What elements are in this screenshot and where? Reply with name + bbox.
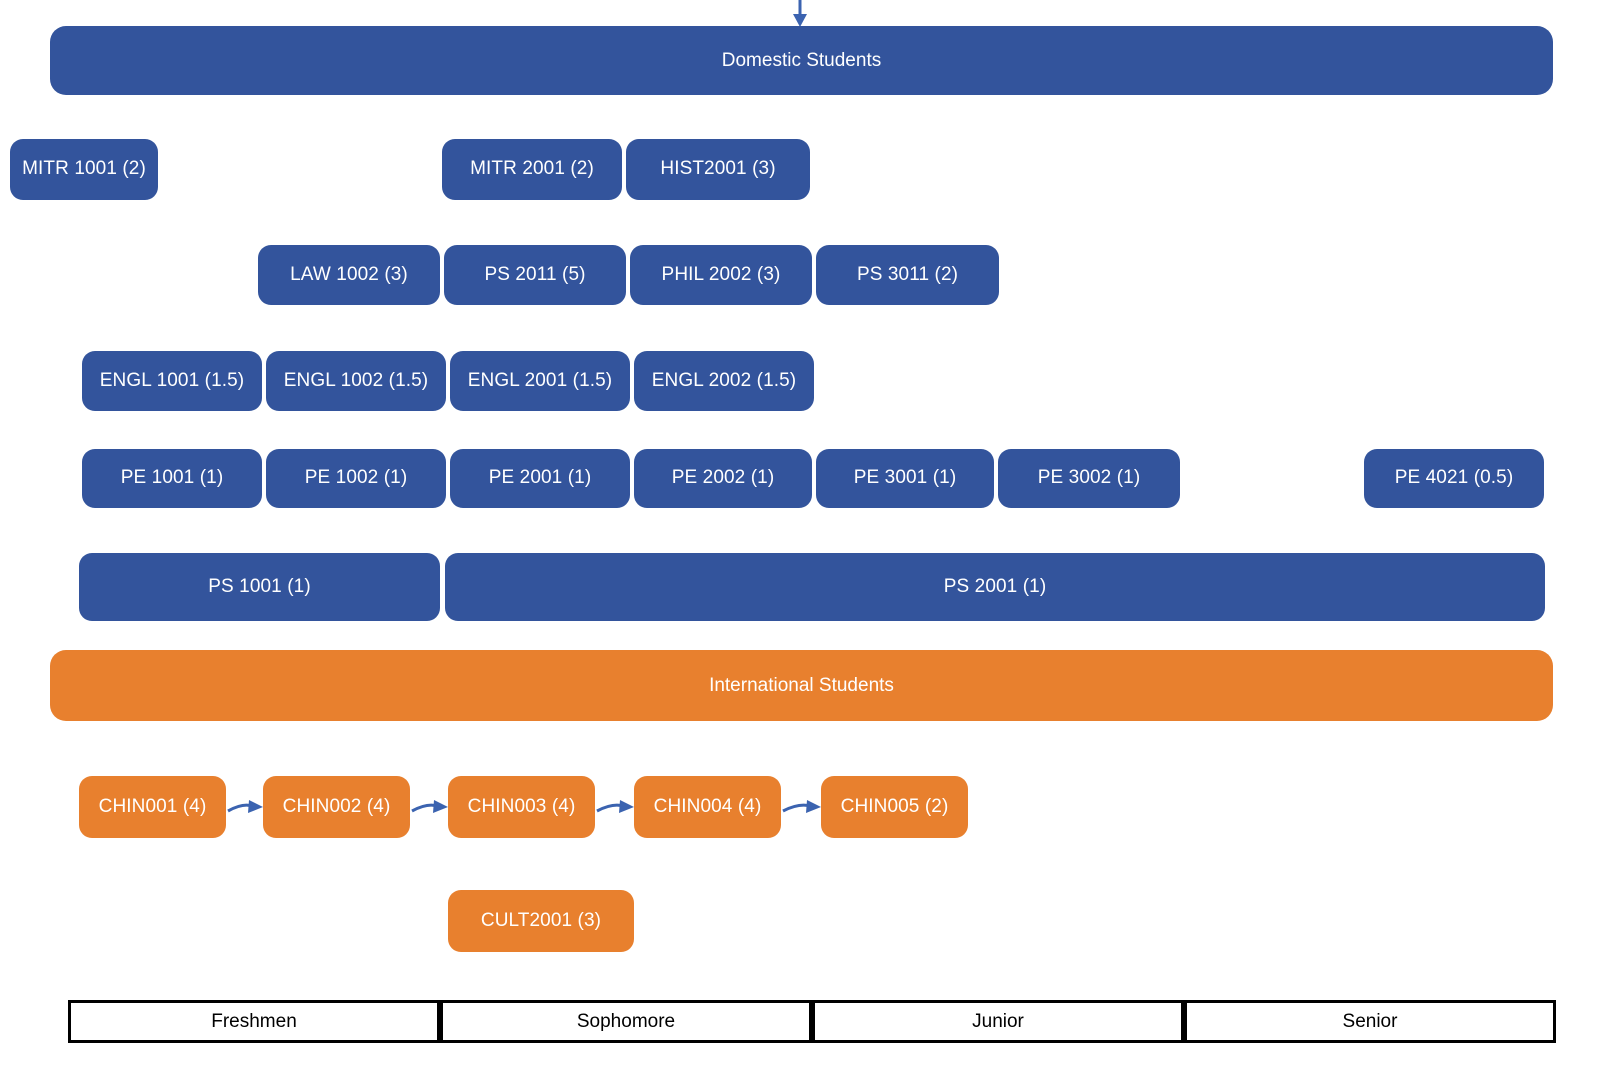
arrow-icon-arrow-chin001-chin002 [227,800,263,813]
course-node-label: ENGL 1002 (1.5) [283,369,429,391]
course-node-engl-2002[interactable]: ENGL 2002 (1.5) [634,351,814,411]
course-node-label: MITR 2001 (2) [470,158,594,180]
course-node-label: HIST2001 (3) [660,158,776,180]
course-node-label: PS 1001 (1) [208,575,311,597]
course-node-label: PE 1001 (1) [120,467,224,489]
course-node-label: PE 3001 (1) [853,467,957,489]
course-node-ps-2011[interactable]: PS 2011 (5) [444,245,626,305]
course-node-label: CHIN002 (4) [282,795,391,817]
course-node-pe-2001[interactable]: PE 2001 (1) [450,449,630,508]
year-axis-cell-year-freshmen[interactable]: Freshmen [68,1000,440,1043]
course-node-label: ENGL 2001 (1.5) [467,369,613,391]
course-node-chin-002[interactable]: CHIN002 (4) [263,776,410,838]
course-node-pe-1002[interactable]: PE 1002 (1) [266,449,446,508]
arrow-icon-arrow-chin004-chin005 [782,800,821,813]
course-node-chin-003[interactable]: CHIN003 (4) [448,776,595,838]
course-node-chin-005[interactable]: CHIN005 (2) [821,776,968,838]
course-node-label: CHIN003 (4) [467,795,576,817]
course-node-label: PE 2001 (1) [488,467,592,489]
course-node-label: MITR 1001 (2) [22,158,146,180]
section-band-label: International Students [709,674,894,696]
course-node-label: PHIL 2002 (3) [661,263,781,285]
course-node-pe-3001[interactable]: PE 3001 (1) [816,449,994,508]
course-node-pe-1001[interactable]: PE 1001 (1) [82,449,262,508]
course-node-cult-2001[interactable]: CULT2001 (3) [448,890,634,952]
course-node-label: PE 4021 (0.5) [1394,467,1514,489]
course-node-engl-1002[interactable]: ENGL 1002 (1.5) [266,351,446,411]
course-node-chin-004[interactable]: CHIN004 (4) [634,776,781,838]
course-node-label: LAW 1002 (3) [290,263,408,285]
course-node-pe-4021[interactable]: PE 4021 (0.5) [1364,449,1544,508]
section-band-domestic-students: Domestic Students [50,26,1553,95]
course-node-law-1002[interactable]: LAW 1002 (3) [258,245,440,305]
year-axis-cell-year-sophomore[interactable]: Sophomore [440,1000,812,1043]
course-node-label: PE 2002 (1) [671,467,775,489]
course-node-ps-3011[interactable]: PS 3011 (2) [816,245,999,305]
course-node-label: PE 3002 (1) [1037,467,1141,489]
course-node-engl-1001[interactable]: ENGL 1001 (1.5) [82,351,262,411]
course-node-label: CHIN005 (2) [840,795,949,817]
year-axis-cell-year-junior[interactable]: Junior [812,1000,1184,1043]
year-axis-cell-label: Junior [972,1010,1024,1032]
year-axis-cell-label: Freshmen [211,1010,297,1032]
year-axis-cell-year-senior[interactable]: Senior [1184,1000,1556,1043]
course-node-phil-2002[interactable]: PHIL 2002 (3) [630,245,812,305]
course-node-hist-2001[interactable]: HIST2001 (3) [626,139,810,200]
year-axis-cell-label: Sophomore [576,1010,676,1032]
course-node-ps-2001[interactable]: PS 2001 (1) [445,553,1545,621]
course-node-chin-001[interactable]: CHIN001 (4) [79,776,226,838]
section-band-label: Domestic Students [721,49,882,71]
course-node-label: PS 3011 (2) [856,263,959,285]
course-node-label: ENGL 1001 (1.5) [99,369,245,391]
course-node-ps-1001[interactable]: PS 1001 (1) [79,553,440,621]
course-node-pe-2002[interactable]: PE 2002 (1) [634,449,812,508]
course-node-label: ENGL 2002 (1.5) [651,369,797,391]
course-node-label: PS 2011 (5) [484,263,586,285]
course-node-label: CHIN004 (4) [653,795,762,817]
course-node-label: CHIN001 (4) [98,795,207,817]
course-node-label: PE 1002 (1) [304,467,408,489]
section-band-international-students: International Students [50,650,1553,721]
course-node-pe-3002[interactable]: PE 3002 (1) [998,449,1180,508]
year-axis-cell-label: Senior [1342,1010,1398,1032]
arrow-icon-arrow-chin002-chin003 [411,800,448,813]
course-node-label: PS 2001 (1) [943,575,1047,597]
course-node-label: CULT2001 (3) [480,909,602,931]
course-node-engl-2001[interactable]: ENGL 2001 (1.5) [450,351,630,411]
course-node-mitr-2001[interactable]: MITR 2001 (2) [442,139,622,200]
course-node-mitr-1001[interactable]: MITR 1001 (2) [10,139,158,200]
arrow-icon-arrow-chin003-chin004 [596,800,634,813]
